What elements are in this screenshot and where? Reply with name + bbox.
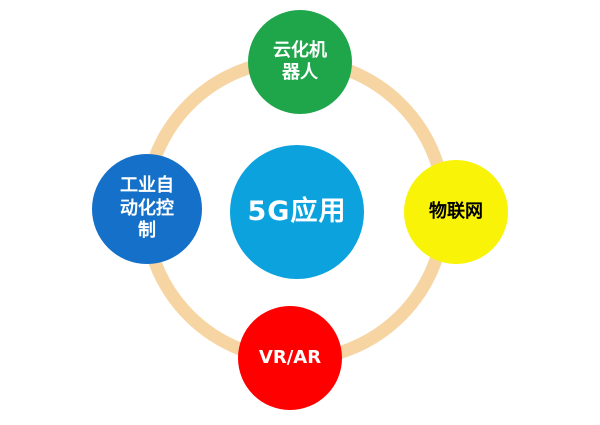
node-industrial-automation-control: 工业自 动化控 制 (92, 154, 202, 264)
node-cloud-robot: 云化机 器人 (248, 10, 352, 114)
node-5g-applications-center: 5G应用 (230, 145, 364, 279)
node-vr-ar: VR/AR (238, 306, 342, 410)
node-iot: 物联网 (404, 160, 508, 264)
